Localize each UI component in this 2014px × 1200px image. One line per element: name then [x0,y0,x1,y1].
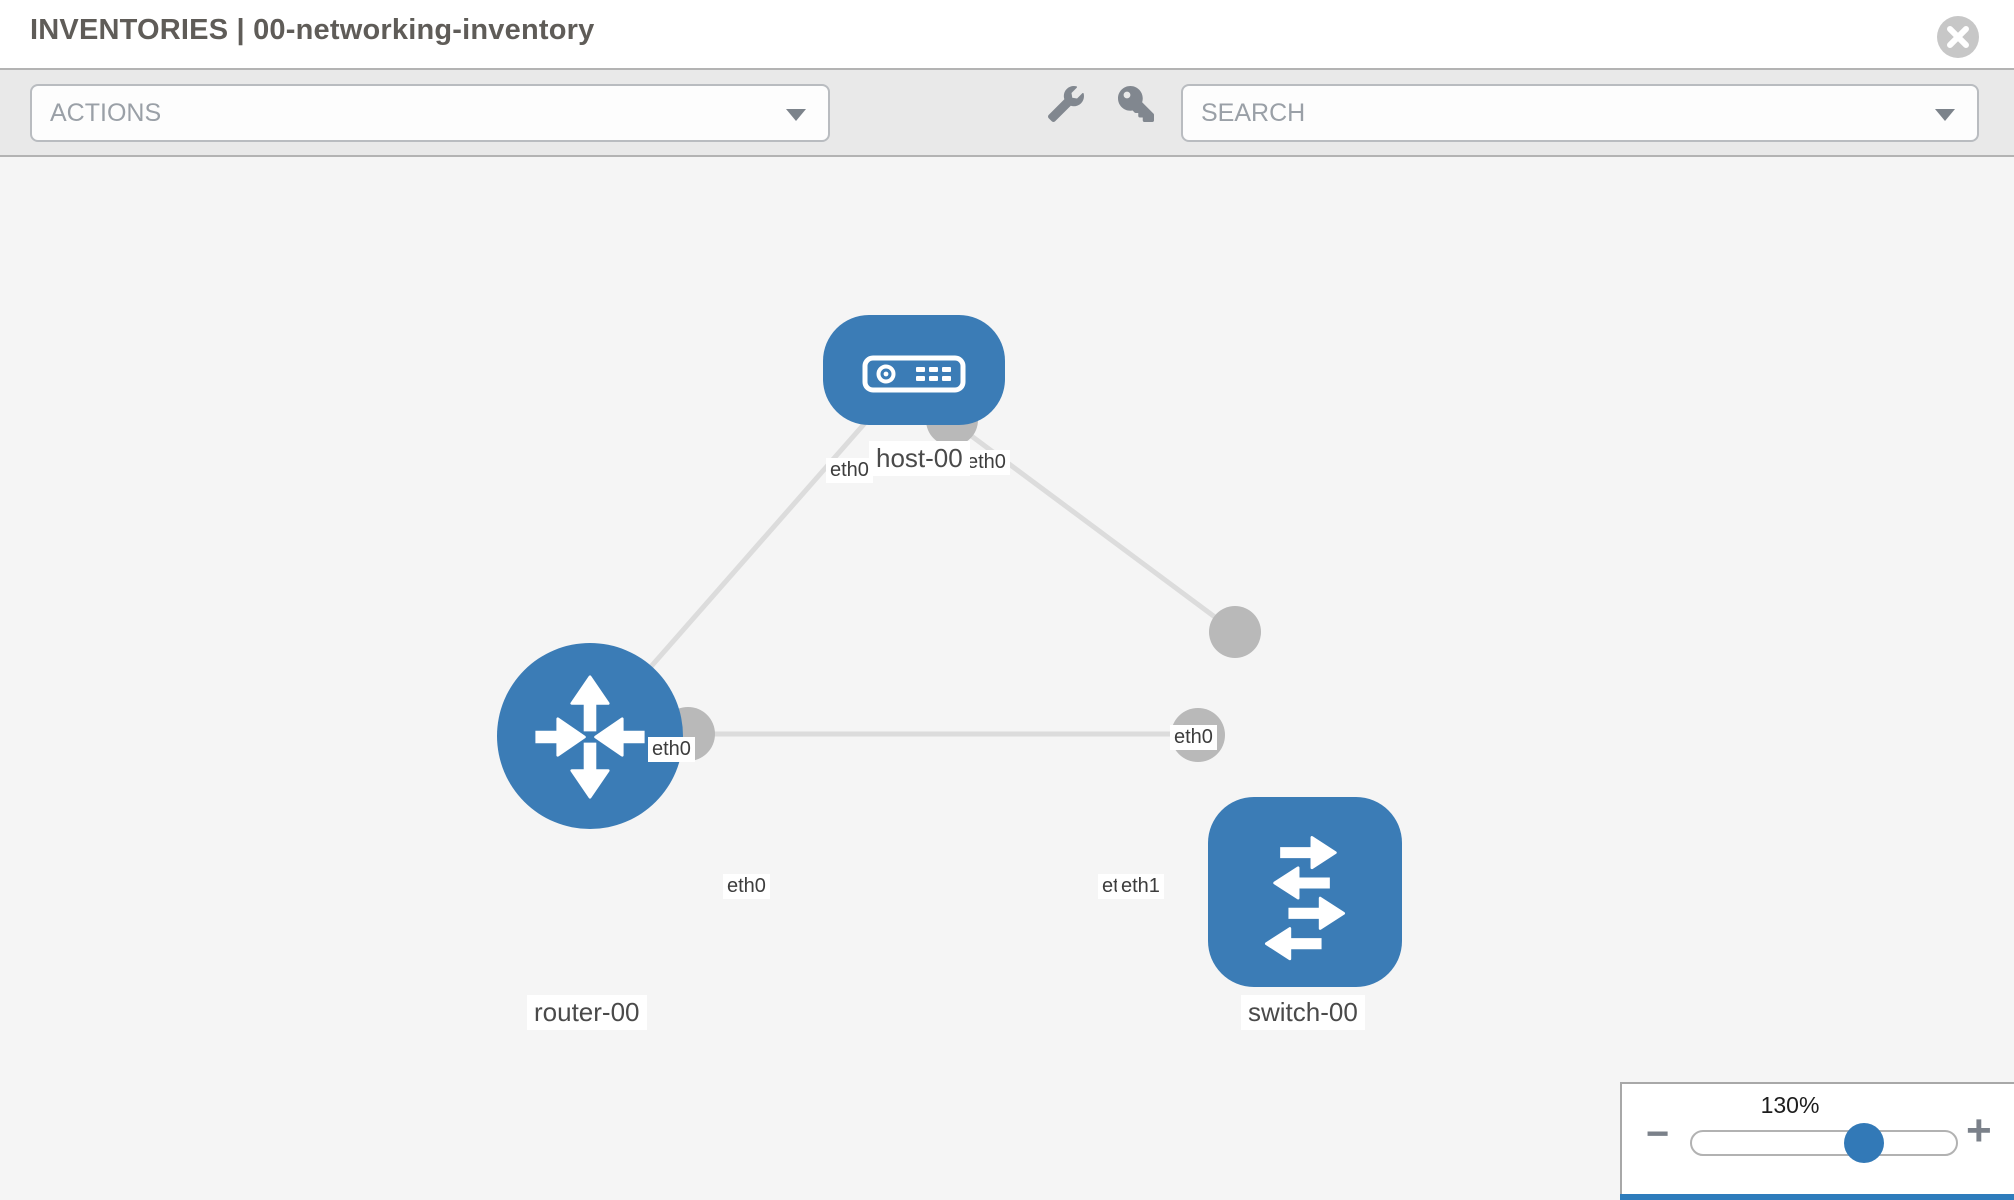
search-dropdown[interactable]: SEARCH [1181,84,1979,142]
zoom-out-button[interactable]: − [1646,1112,1670,1156]
toolbar: ACTIONS SEARCH [0,68,2014,157]
interface-label-host-eth0-to-router: eth0 [826,458,873,483]
chevron-down-icon [786,109,806,121]
node-label-switch: switch-00 [1241,995,1365,1030]
zoom-panel: 130% − + [1620,1082,2014,1200]
zoom-slider-track[interactable] [1690,1130,1958,1156]
switch-icon [1264,836,1346,961]
actions-dropdown[interactable]: ACTIONS [30,84,830,142]
configure-button[interactable] [1042,80,1090,128]
node-label-host: host-00 [869,441,970,476]
interface-label-switch-eth1: eth1 [1117,874,1164,899]
interface-label-host-eth0-to-switch: eth0 [963,450,1010,475]
interface-connector-switch-top [1209,606,1261,658]
search-dropdown-label: SEARCH [1201,99,1306,127]
key-icon [1118,86,1154,122]
close-icon [1947,26,1969,48]
actions-dropdown-label: ACTIONS [50,99,162,127]
node-label-router: router-00 [527,995,647,1030]
zoom-slider-knob[interactable] [1844,1123,1884,1163]
zoom-in-button[interactable]: + [1966,1106,1992,1155]
node-switch-00[interactable] [1208,797,1402,987]
page-title: INVENTORIES | 00-networking-inventory [30,14,595,46]
interface-label-switch-eth0-to-host: eth0 [1170,725,1217,750]
node-router-00[interactable] [497,643,683,829]
chevron-down-icon [1935,109,1955,121]
header: INVENTORIES | 00-networking-inventory [0,0,2014,68]
interface-label-router-eth0-to-host: eth0 [648,737,695,762]
host-icon [862,355,966,393]
panel-bottom-accent [1620,1194,2014,1200]
close-button[interactable] [1937,16,1979,58]
zoom-level-value: 130% [1760,1092,1820,1118]
node-host-00[interactable] [823,315,1005,425]
credentials-button[interactable] [1112,80,1160,128]
wrench-icon [1048,86,1084,122]
topology-canvas[interactable]: host-00 router-00 switch-00 eth0 eth0 et… [0,157,2014,1200]
router-icon [535,675,645,799]
topology-edges-layer [588,394,1261,762]
interface-label-router-eth0-to-switch: eth0 [723,874,770,899]
